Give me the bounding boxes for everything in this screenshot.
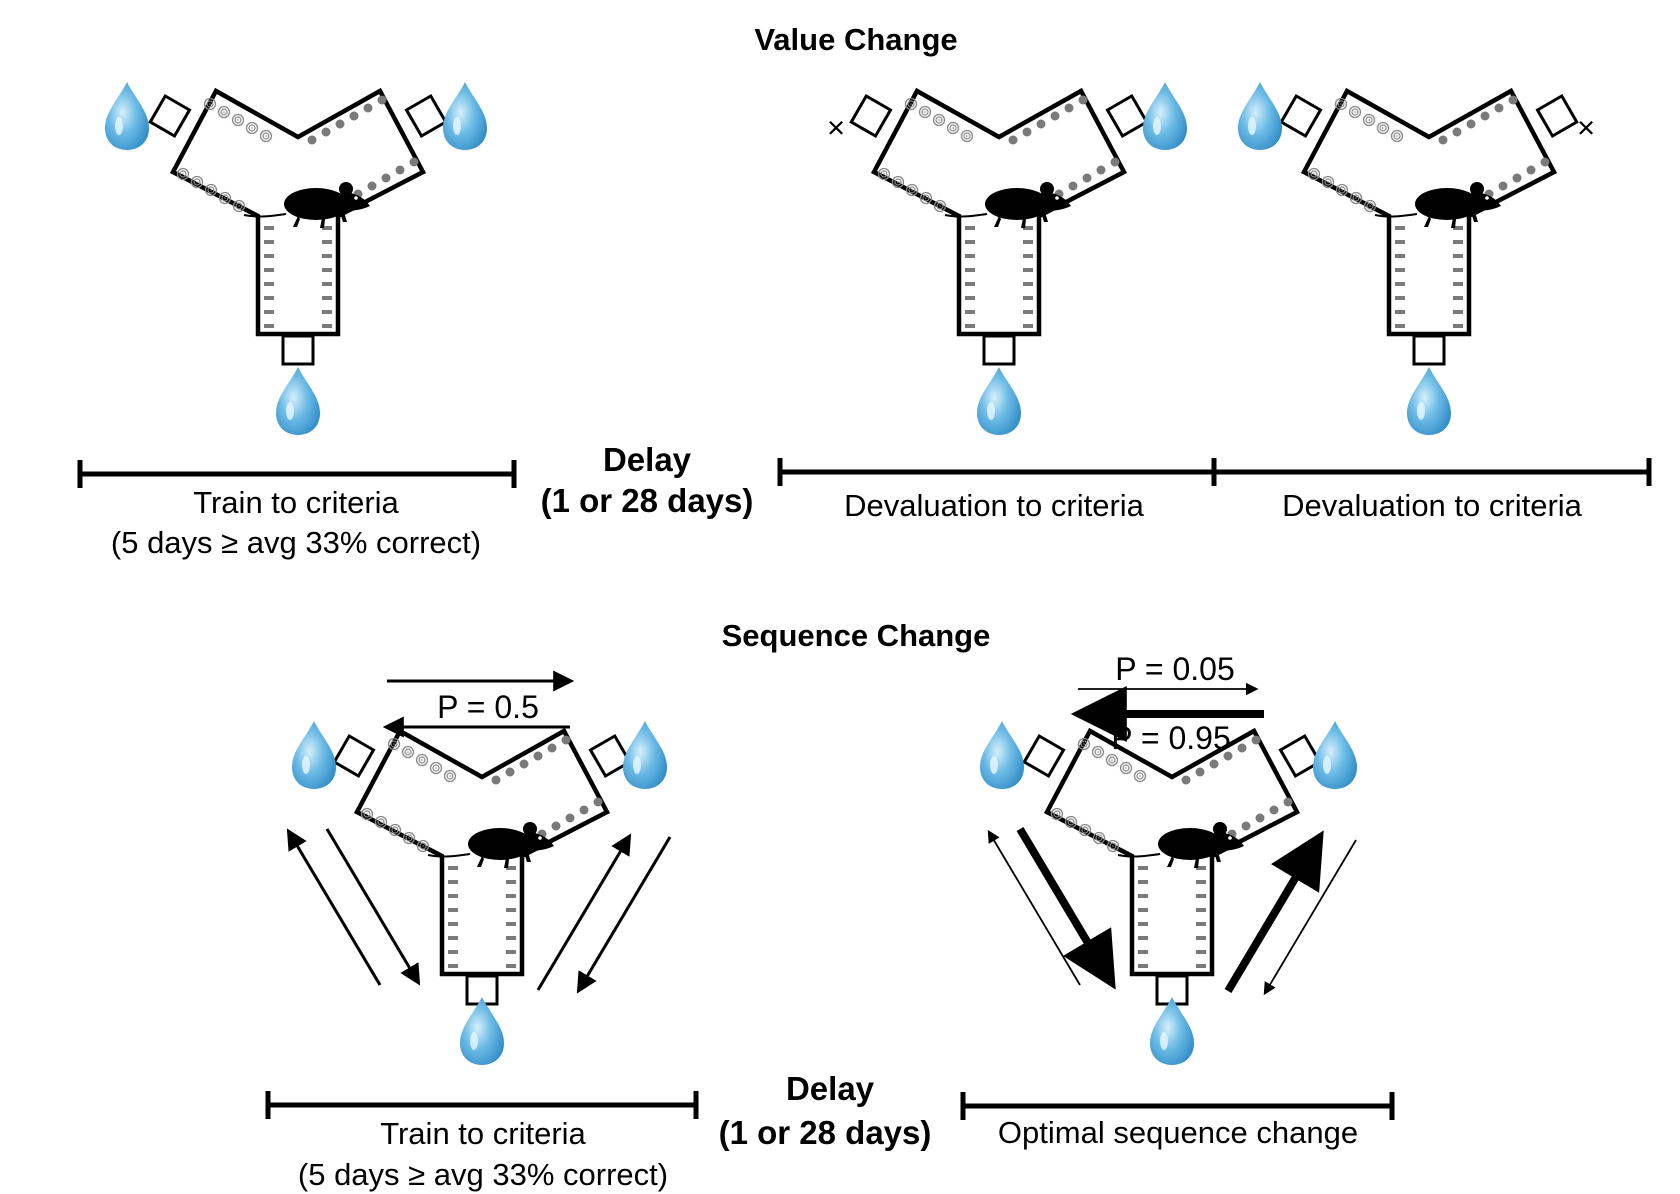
- value-timeline-devaluation: [777, 458, 1652, 486]
- sequence-maze-training: [334, 731, 629, 1004]
- water-drop-icon: [623, 721, 667, 789]
- water-drop-icon: [1143, 82, 1187, 150]
- arrow-icon: [1224, 830, 1324, 994]
- water-drop-icon: [980, 721, 1024, 789]
- devaluation-label-1: Devaluation to criteria: [844, 488, 1145, 523]
- devaluation-label-2: Devaluation to criteria: [1282, 488, 1583, 523]
- sequence-train-criteria: (5 days ≥ avg 33% correct): [298, 1157, 668, 1192]
- sequence-train-label: Train to criteria: [380, 1116, 586, 1151]
- value-train-criteria: (5 days ≥ avg 33% correct): [111, 525, 481, 560]
- arrow-icon: [1263, 839, 1357, 996]
- value-delay-days: (1 or 28 days): [541, 482, 754, 519]
- sequence-change-title: Sequence Change: [722, 618, 991, 653]
- arrow-icon: [576, 836, 672, 994]
- water-drop-icon: [460, 997, 504, 1065]
- water-drop-icon: [443, 82, 487, 150]
- sequence-timeline-train: [265, 1091, 699, 1119]
- value-change-title: Value Change: [754, 22, 957, 57]
- arrow-icon: [1016, 826, 1116, 990]
- value-maze-devaluation-1: [851, 91, 1146, 364]
- water-drop-icon: [276, 367, 320, 435]
- probability-high: P = 0.95: [1111, 720, 1231, 756]
- value-maze-training: [150, 91, 445, 364]
- probability-training: P = 0.5: [437, 689, 539, 725]
- water-drop-icon: [292, 721, 336, 789]
- sequence-delay-days: (1 or 28 days): [719, 1114, 932, 1151]
- water-drop-icon: [1407, 367, 1451, 435]
- sequence-timeline-optimal: [960, 1092, 1395, 1120]
- devalued-x-icon: ×: [827, 110, 845, 145]
- arrow-icon: [286, 828, 382, 986]
- water-drop-icon: [1313, 721, 1357, 789]
- sequence-delay-label: Delay: [786, 1070, 875, 1107]
- water-drop-icon: [105, 82, 149, 150]
- water-drop-icon: [1238, 82, 1282, 150]
- arrow-icon: [325, 828, 421, 986]
- value-train-label: Train to criteria: [193, 485, 399, 520]
- value-maze-devaluation-2: [1281, 91, 1576, 364]
- devalued-x-icon: ×: [1577, 110, 1595, 145]
- value-delay-label: Delay: [603, 441, 692, 478]
- sequence-maze-optimal: [1024, 731, 1319, 1004]
- value-timeline-train: [77, 460, 517, 488]
- arrow-icon: [536, 833, 632, 991]
- probability-low: P = 0.05: [1115, 651, 1235, 687]
- water-drop-icon: [977, 367, 1021, 435]
- optimal-sequence-label: Optimal sequence change: [998, 1115, 1358, 1150]
- water-drop-icon: [1150, 997, 1194, 1065]
